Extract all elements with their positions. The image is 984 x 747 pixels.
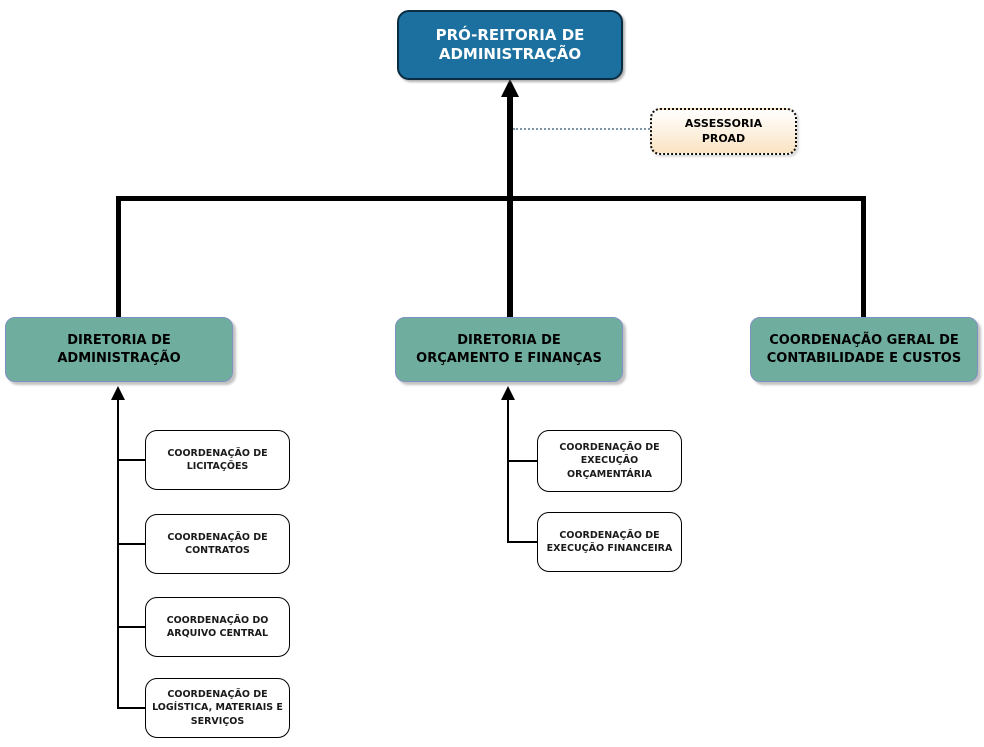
connector-branch0-stub-2	[117, 626, 145, 628]
connector-trunk-vertical	[507, 95, 513, 318]
node-label: COORDENAÇÃO DE LOGÍSTICA, MATERIAIS E SE…	[152, 689, 283, 727]
node-label: COORDENAÇÃO DE LICITAÇÕES	[167, 447, 268, 472]
node-label: COORDENAÇÃO GERAL DE CONTABILIDADE E CUS…	[766, 332, 962, 366]
connector-right-branch-vertical	[861, 196, 866, 318]
node-diretoria-de-orcamento-e-financas: DIRETORIA DE ORÇAMENTO E FINANÇAS	[395, 317, 623, 382]
node-assessoria-proad: ASSESSORIA PROAD	[650, 108, 797, 155]
connector-branch0-spine	[117, 398, 119, 709]
node-coordenacao-de-logistica-materiais-e-servicos: COORDENAÇÃO DE LOGÍSTICA, MATERIAIS E SE…	[145, 678, 290, 738]
connector-branch0-stub-3	[117, 707, 145, 709]
node-label: DIRETORIA DE ORÇAMENTO E FINANÇAS	[416, 332, 602, 366]
node-label: COORDENAÇÃO DE EXECUÇÃO FINANCEIRA	[546, 529, 673, 554]
node-label: PRÓ-REITORIA DE ADMINISTRAÇÃO	[435, 25, 585, 64]
node-coordenacao-de-execucao-orcamentaria: COORDENAÇÃO DE EXECUÇÃO ORÇAMENTÁRIA	[537, 430, 682, 492]
connector-left-branch-vertical	[116, 196, 121, 318]
node-diretoria-de-administracao: DIRETORIA DE ADMINISTRAÇÃO	[5, 317, 233, 382]
node-pro-reitoria-de-administracao: PRÓ-REITORIA DE ADMINISTRAÇÃO	[397, 10, 623, 80]
node-coordenacao-de-licitacoes: COORDENAÇÃO DE LICITAÇÕES	[145, 430, 290, 490]
connector-branch1-stub-1	[507, 541, 537, 543]
connector-branch1-spine	[507, 398, 509, 542]
node-label: COORDENAÇÃO DE CONTRATOS	[167, 531, 268, 556]
connector-advisory-dotted	[513, 128, 650, 130]
node-coordenacao-do-arquivo-central: COORDENAÇÃO DO ARQUIVO CENTRAL	[145, 597, 290, 657]
connector-main-horizontal	[116, 196, 866, 201]
node-label: COORDENAÇÃO DO ARQUIVO CENTRAL	[166, 614, 269, 639]
node-coordenacao-de-execucao-financeira: COORDENAÇÃO DE EXECUÇÃO FINANCEIRA	[537, 512, 682, 572]
node-coordenacao-geral-de-contabilidade-e-custos: COORDENAÇÃO GERAL DE CONTABILIDADE E CUS…	[750, 317, 978, 382]
trunk-arrowhead-up	[501, 79, 519, 97]
node-label: DIRETORIA DE ADMINISTRAÇÃO	[57, 332, 181, 366]
node-label: COORDENAÇÃO DE EXECUÇÃO ORÇAMENTÁRIA	[559, 442, 660, 480]
branch1-arrowhead-up	[501, 386, 515, 400]
node-label: ASSESSORIA PROAD	[684, 116, 763, 145]
connector-branch0-stub-0	[117, 459, 145, 461]
branch0-arrowhead-up	[111, 386, 125, 400]
connector-branch0-stub-1	[117, 543, 145, 545]
node-coordenacao-de-contratos: COORDENAÇÃO DE CONTRATOS	[145, 514, 290, 574]
connector-branch1-stub-0	[507, 460, 537, 462]
